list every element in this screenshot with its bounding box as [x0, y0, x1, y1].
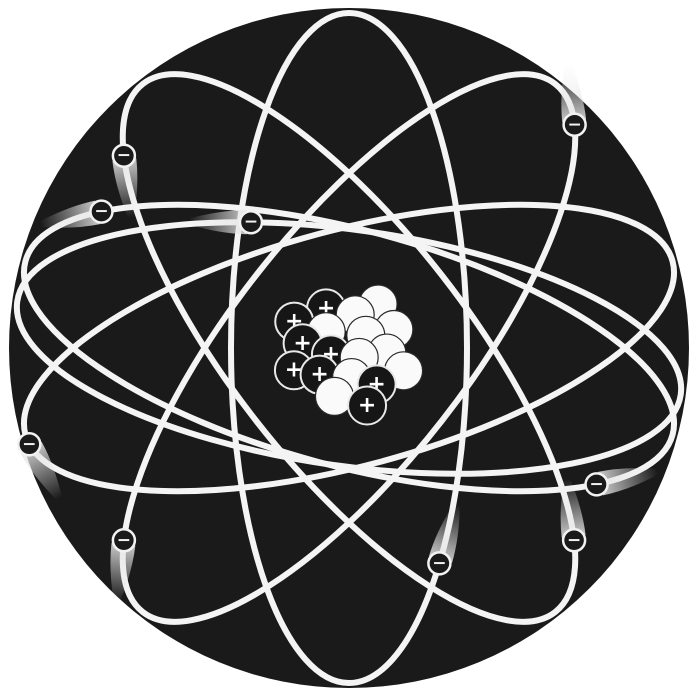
electron-charge-sign: − [432, 553, 446, 573]
proton: + [348, 387, 386, 425]
electron-charge-sign: − [22, 434, 36, 454]
electron-charge-sign: − [94, 202, 108, 222]
proton-charge-sign: + [358, 393, 376, 418]
electron-charge-sign: − [117, 530, 131, 550]
electron-charge-sign: − [567, 115, 581, 135]
electron-charge-sign: − [244, 212, 258, 232]
electron-charge-sign: − [567, 530, 581, 550]
electron-charge-sign: − [117, 146, 131, 166]
electron-charge-sign: − [589, 474, 603, 494]
